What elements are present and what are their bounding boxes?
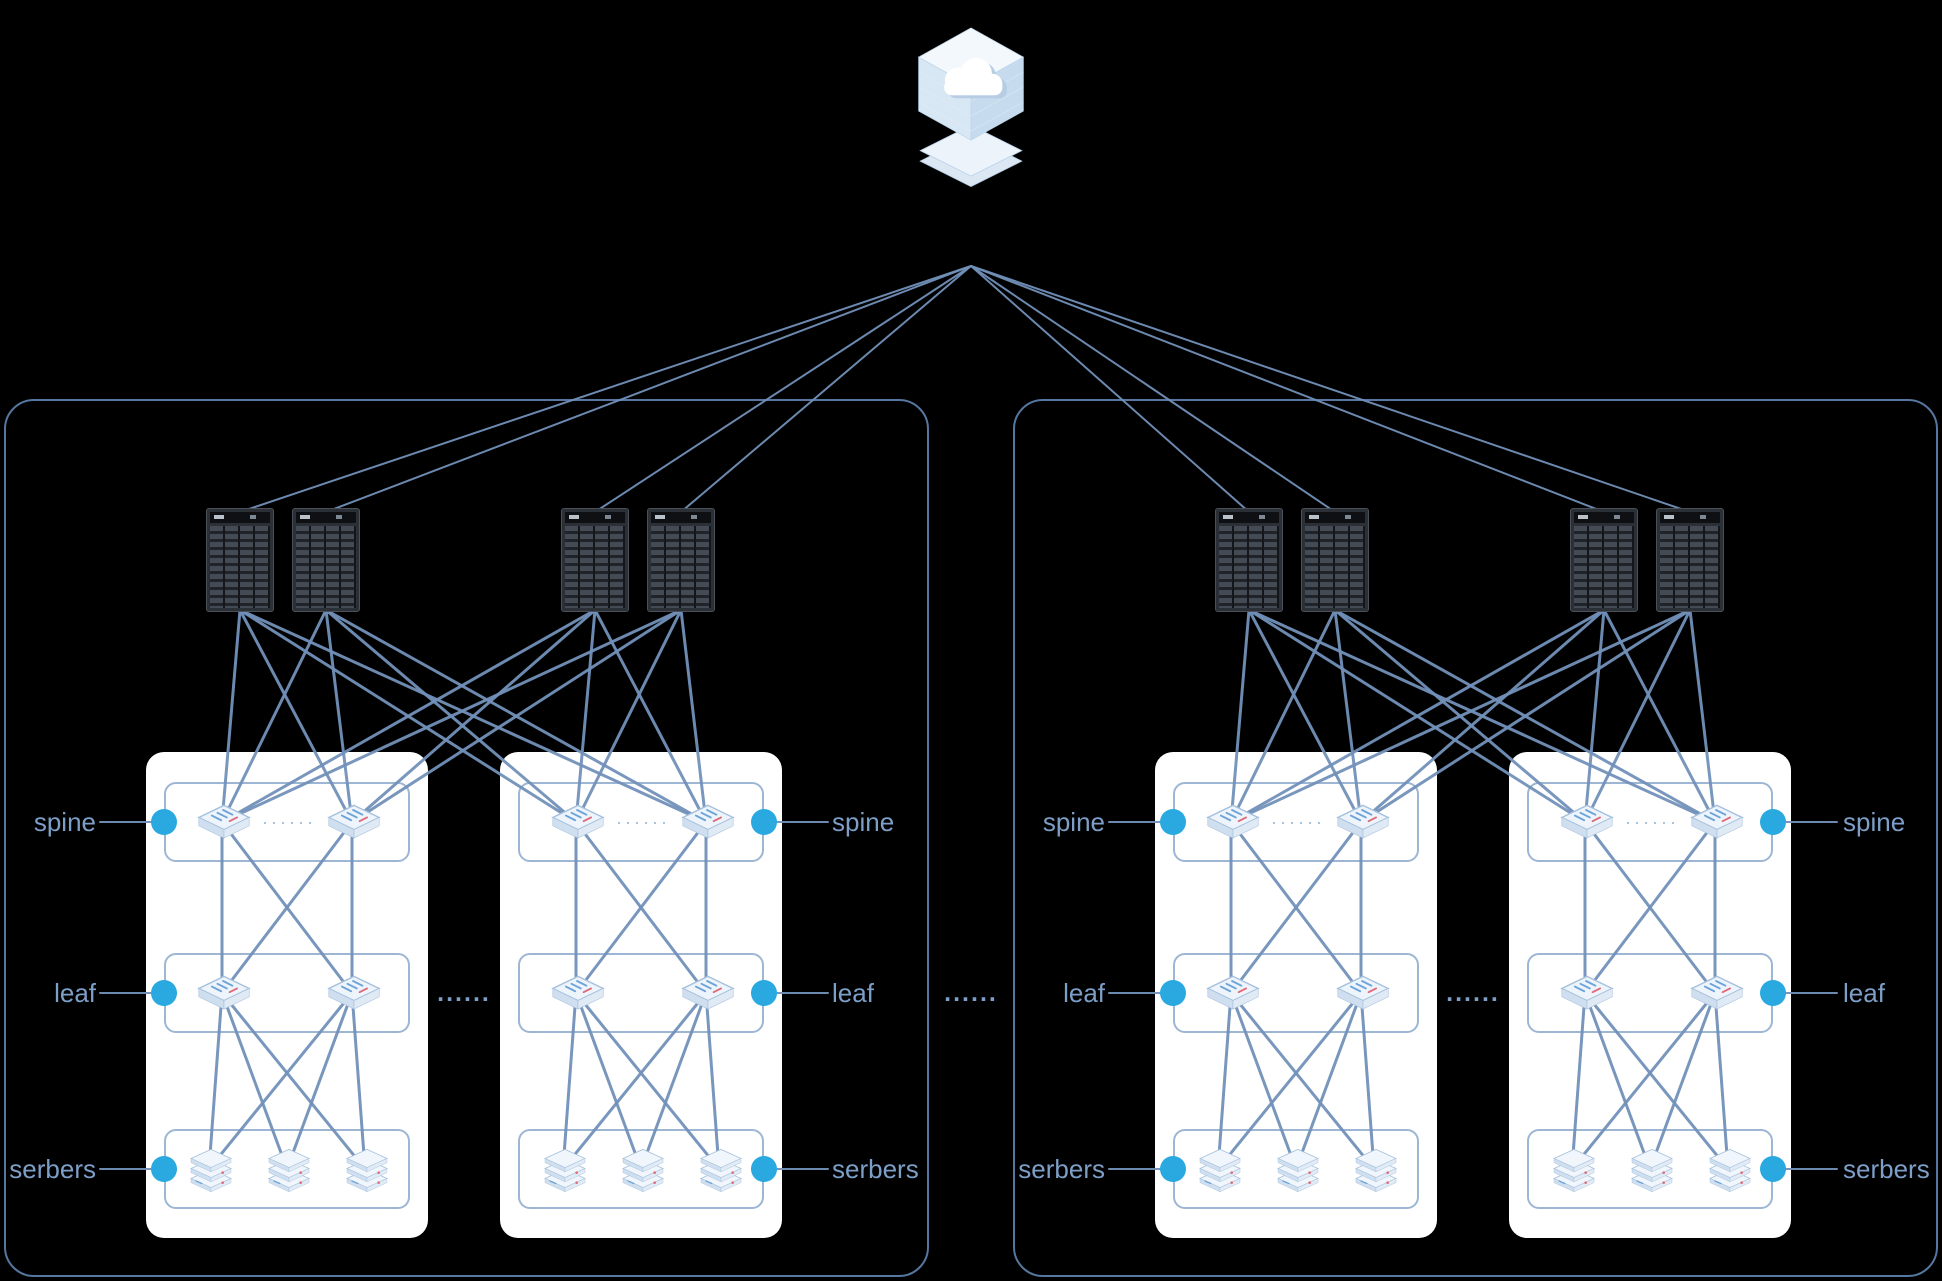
network-switch-icon <box>1559 973 1615 1017</box>
label-spine: spine <box>33 807 96 837</box>
core-switch-icon <box>647 508 715 612</box>
label-leaf: leaf <box>54 978 96 1008</box>
container-ellipsis: ...... <box>944 979 998 1007</box>
label-spine: spine <box>1042 807 1105 837</box>
leaf-row <box>164 953 410 1033</box>
network-switch-icon <box>1559 802 1615 846</box>
server-stack-icon <box>1351 1145 1401 1197</box>
network-switch-icon <box>326 973 382 1017</box>
network-switch-icon <box>1335 973 1391 1017</box>
serbers-marker-dot <box>1160 1156 1186 1182</box>
pod-1: ······ <box>146 752 428 1238</box>
label-spine: spine <box>1843 807 1906 837</box>
core-switch-icon <box>1570 508 1638 612</box>
leaf-marker-dot <box>151 980 177 1006</box>
spine-marker-dot <box>1760 809 1786 835</box>
core-switch-icon <box>206 508 274 612</box>
pod-2: ······ <box>500 752 782 1238</box>
network-switch-icon <box>680 973 736 1017</box>
leaf-marker-dot <box>751 980 777 1006</box>
servers-row <box>1527 1129 1773 1209</box>
network-switch-icon <box>326 802 382 846</box>
network-switch-icon <box>550 973 606 1017</box>
spine-row: ······ <box>1173 782 1419 862</box>
server-stack-icon <box>1195 1145 1245 1197</box>
server-stack-icon <box>618 1145 668 1197</box>
server-stack-icon <box>1705 1145 1755 1197</box>
leaf-marker-dot <box>1160 980 1186 1006</box>
label-serbers: serbers <box>832 1154 919 1184</box>
label-serbers: serbers <box>9 1154 96 1184</box>
core-switch-icon <box>1215 508 1283 612</box>
spine-marker-dot <box>151 809 177 835</box>
label-leaf: leaf <box>1843 978 1885 1008</box>
servers-row <box>518 1129 764 1209</box>
network-switch-icon <box>1205 802 1261 846</box>
spine-ellipsis: ······ <box>616 812 670 832</box>
serbers-marker-dot <box>751 1156 777 1182</box>
leaf-row <box>518 953 764 1033</box>
spine-marker-dot <box>1160 809 1186 835</box>
serbers-marker-dot <box>151 1156 177 1182</box>
core-switch-icon <box>292 508 360 612</box>
core-switch-icon <box>561 508 629 612</box>
label-spine: spine <box>832 807 895 837</box>
server-stack-icon <box>186 1145 236 1197</box>
server-stack-icon <box>696 1145 746 1197</box>
spine-ellipsis: ······ <box>1625 812 1679 832</box>
pod-ellipsis: ...... <box>1446 979 1500 1007</box>
cloud-platform-icon <box>896 22 1046 194</box>
spine-ellipsis: ······ <box>262 812 316 832</box>
datacenter-group-2 <box>1013 399 1938 1277</box>
datacenter-group-1 <box>4 399 929 1277</box>
network-switch-icon <box>1689 802 1745 846</box>
label-serbers: serbers <box>1843 1154 1930 1184</box>
network-switch-icon <box>1205 973 1261 1017</box>
label-leaf: leaf <box>832 978 874 1008</box>
leaf-row <box>1173 953 1419 1033</box>
network-switch-icon <box>1335 802 1391 846</box>
serbers-marker-dot <box>1760 1156 1786 1182</box>
spine-row: ······ <box>164 782 410 862</box>
server-stack-icon <box>1549 1145 1599 1197</box>
label-serbers: serbers <box>1018 1154 1105 1184</box>
server-stack-icon <box>540 1145 590 1197</box>
network-switch-icon <box>680 802 736 846</box>
leaf-row <box>1527 953 1773 1033</box>
spine-marker-dot <box>751 809 777 835</box>
server-stack-icon <box>1273 1145 1323 1197</box>
label-leaf: leaf <box>1063 978 1105 1008</box>
server-stack-icon <box>1627 1145 1677 1197</box>
servers-row <box>164 1129 410 1209</box>
spine-ellipsis: ······ <box>1271 812 1325 832</box>
server-stack-icon <box>264 1145 314 1197</box>
network-switch-icon <box>196 973 252 1017</box>
spine-row: ······ <box>518 782 764 862</box>
network-switch-icon <box>1689 973 1745 1017</box>
server-stack-icon <box>342 1145 392 1197</box>
pod-ellipsis: ...... <box>437 979 491 1007</box>
core-switch-icon <box>1656 508 1724 612</box>
network-switch-icon <box>196 802 252 846</box>
spine-row: ······ <box>1527 782 1773 862</box>
core-switch-icon <box>1301 508 1369 612</box>
pod-3: ······ <box>1155 752 1437 1238</box>
servers-row <box>1173 1129 1419 1209</box>
pod-4: ······ <box>1509 752 1791 1238</box>
leaf-marker-dot <box>1760 980 1786 1006</box>
network-switch-icon <box>550 802 606 846</box>
